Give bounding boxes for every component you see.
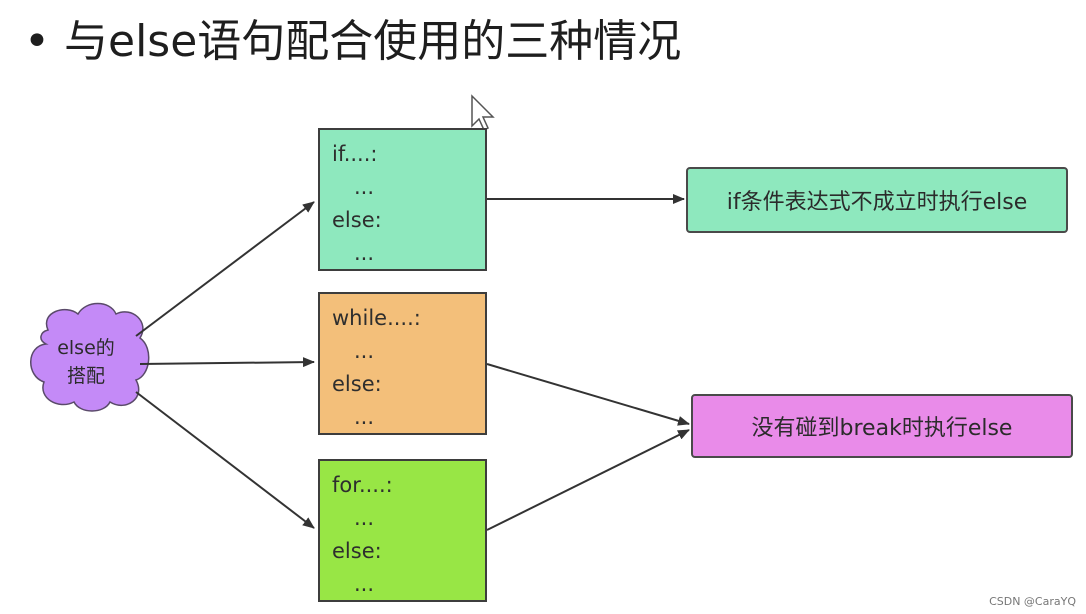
if-box-line1: if....: xyxy=(332,142,378,166)
if-result-text: if条件表达式不成立时执行else xyxy=(726,190,1028,215)
for-box: for....: ... else: ... xyxy=(318,459,487,602)
arrow-cloud-to-while xyxy=(139,357,315,368)
while-box-line2: ... xyxy=(354,339,375,363)
while-box-line1: while....: xyxy=(332,306,421,330)
if-box-line2: ... xyxy=(354,175,375,199)
arrow-for-to-result xyxy=(486,429,690,531)
while-box-line4: ... xyxy=(354,405,375,429)
loop-result-text: 没有碰到break时执行else xyxy=(751,416,1013,441)
while-box: while....: ... else: ... xyxy=(318,292,487,435)
arrow-while-to-result xyxy=(486,363,690,426)
while-box-line3: else: xyxy=(332,372,382,396)
arrow-cloud-to-for xyxy=(135,391,315,529)
for-box-line3: else: xyxy=(332,539,382,563)
cloud-label: else的 搭配 xyxy=(38,334,134,390)
watermark: CSDN @CaraYQ xyxy=(989,595,1076,608)
if-box: if....: ... else: ... xyxy=(318,128,487,271)
for-box-line2: ... xyxy=(354,506,375,530)
cloud-shape xyxy=(30,302,150,412)
title-text: 与else语句配合使用的三种情况 xyxy=(64,16,682,67)
mouse-cursor-icon xyxy=(471,94,495,132)
if-box-line4: ... xyxy=(354,241,375,265)
if-result-box: if条件表达式不成立时执行else xyxy=(686,167,1068,233)
slide-title: • 与else语句配合使用的三种情况 xyxy=(24,12,681,72)
for-box-line1: for....: xyxy=(332,473,393,497)
bullet-point: • xyxy=(24,16,50,67)
arrow-cloud-to-if xyxy=(135,201,315,337)
if-box-line3: else: xyxy=(332,208,382,232)
loop-result-box: 没有碰到break时执行else xyxy=(691,394,1073,458)
cloud-label-line1: else的 xyxy=(57,337,115,359)
for-box-line4: ... xyxy=(354,572,375,596)
cloud-label-line2: 搭配 xyxy=(66,365,105,387)
